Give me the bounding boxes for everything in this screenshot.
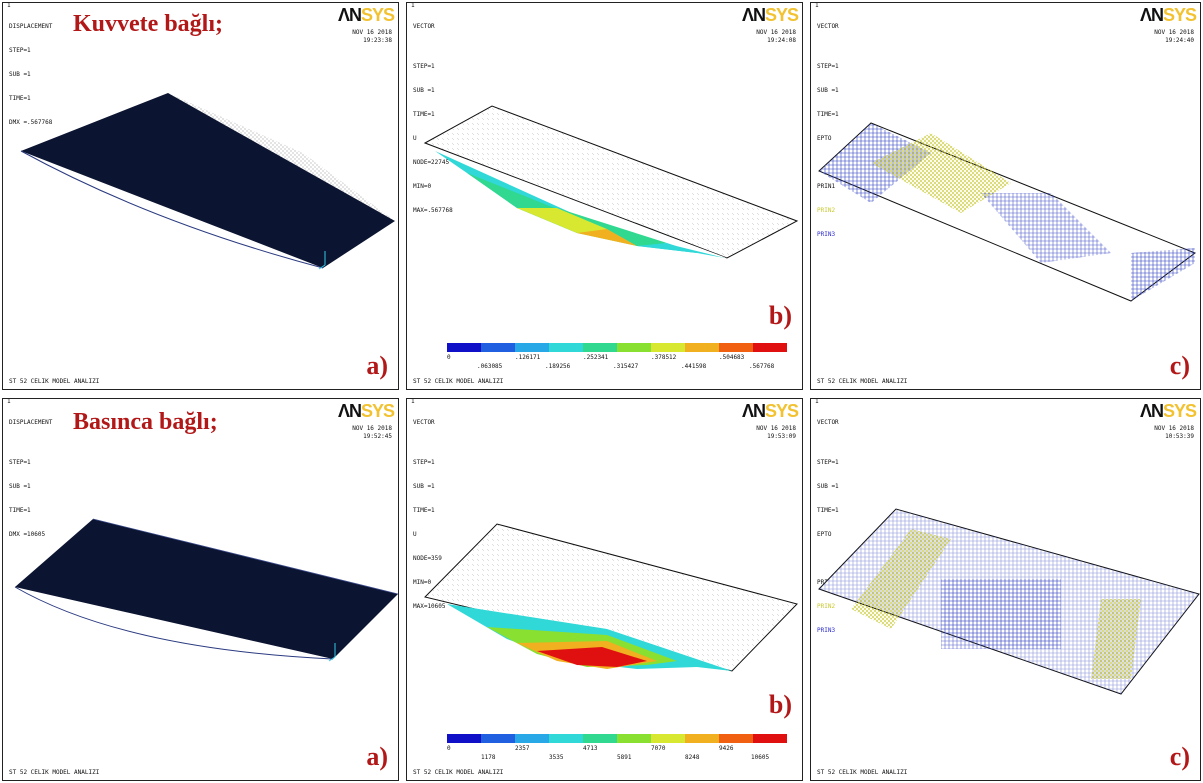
window-number: 1 [411,2,415,9]
subfigure-label: b) [768,690,792,719]
subfigure-label: a) [366,351,388,380]
subfigure-label: a) [366,742,388,771]
model-title: ST 52 CELIK MODEL ANALIZI [9,378,100,385]
panel-top-a: 1 DISPLACEMENT STEP=1 SUB =1 TIME=1 DMX … [2,2,399,390]
ansys-logo: ΛNSYS [1139,5,1197,25]
legend-ticks: 0 .126171 .252341 .378512 .504683 .06308… [447,354,775,370]
vector-plot-model [423,105,799,259]
panel-bot-c: 1 VECTOR STEP=1 SUB =1 TIME=1 EPTO PRIN1… [810,398,1201,781]
panel-bot-b: 1 VECTOR STEP=1 SUB =1 TIME=1 U NODE=359… [406,398,803,781]
result-info: VECTOR STEP=1 SUB =1 TIME=1 EPTO PRIN1 P… [817,23,839,238]
legend-swatch [583,734,617,743]
legend-swatch [651,343,685,352]
contour-legend [447,734,787,743]
subfigure-label: c) [1169,351,1190,380]
legend-ticks: 0 2357 4713 7070 9426 1178 3535 5891 824… [447,745,770,761]
panel-top-c: 1 VECTOR STEP=1 SUB =1 TIME=1 EPTO PRIN1… [810,2,1201,390]
window-number: 1 [411,398,415,405]
result-info: DISPLACEMENT STEP=1 SUB =1 TIME=1 DMX =.… [9,23,53,126]
ansys-logo: ΛNSYS [337,5,395,25]
window-number: 1 [7,398,11,405]
contour-legend [447,343,787,352]
displaced-plate-model [14,518,398,662]
legend-swatch [447,734,481,743]
legend-swatch [481,343,515,352]
model-title: ST 52 CELIK MODEL ANALIZI [413,769,504,776]
legend-swatch [549,343,583,352]
subfigure-label: c) [1169,742,1190,771]
ansys-logo: ΛNSYS [741,401,799,421]
panel-bot-a: 1 DISPLACEMENT STEP=1 SUB =1 TIME=1 DMX … [2,398,399,781]
legend-swatch [481,734,515,743]
ansys-logo: ΛNSYS [1139,401,1197,421]
panel-top-b: 1 VECTOR STEP=1 SUB =1 TIME=1 U NODE=227… [406,2,803,390]
window-number: 1 [7,2,11,9]
legend-swatch [685,343,719,352]
result-info: VECTOR STEP=1 SUB =1 TIME=1 U NODE=22745… [413,23,453,214]
result-info: DISPLACEMENT STEP=1 SUB =1 TIME=1 DMX =1… [9,419,53,538]
heading-pressure: Basınca bağlı; [73,409,218,435]
model-title: ST 52 CELIK MODEL ANALIZI [9,769,100,776]
legend-swatch [447,343,481,352]
model-title: ST 52 CELIK MODEL ANALIZI [413,378,504,385]
legend-swatch [651,734,685,743]
model-title: ST 52 CELIK MODEL ANALIZI [817,378,908,385]
legend-swatch [515,734,549,743]
legend-swatch [583,343,617,352]
heading-force: Kuvvete bağlı; [73,11,223,37]
ansys-logo: ΛNSYS [337,401,395,421]
legend-swatch [617,343,651,352]
window-number: 1 [815,398,819,405]
legend-swatch [617,734,651,743]
window-number: 1 [815,2,819,9]
legend-swatch [685,734,719,743]
legend-swatch [549,734,583,743]
model-title: ST 52 CELIK MODEL ANALIZI [817,769,908,776]
ansys-logo: ΛNSYS [741,5,799,25]
legend-swatch [719,343,753,352]
legend-swatch [515,343,549,352]
legend-swatch [719,734,753,743]
legend-swatch [753,343,787,352]
strain-vector-model [818,122,1197,302]
subfigure-label: b) [768,301,792,330]
vector-plot-model [424,523,798,672]
displaced-plate-model [20,93,395,270]
result-info: VECTOR STEP=1 SUB =1 TIME=1 U NODE=359 M… [413,419,446,610]
strain-vector-model [818,508,1200,695]
legend-swatch [753,734,787,743]
